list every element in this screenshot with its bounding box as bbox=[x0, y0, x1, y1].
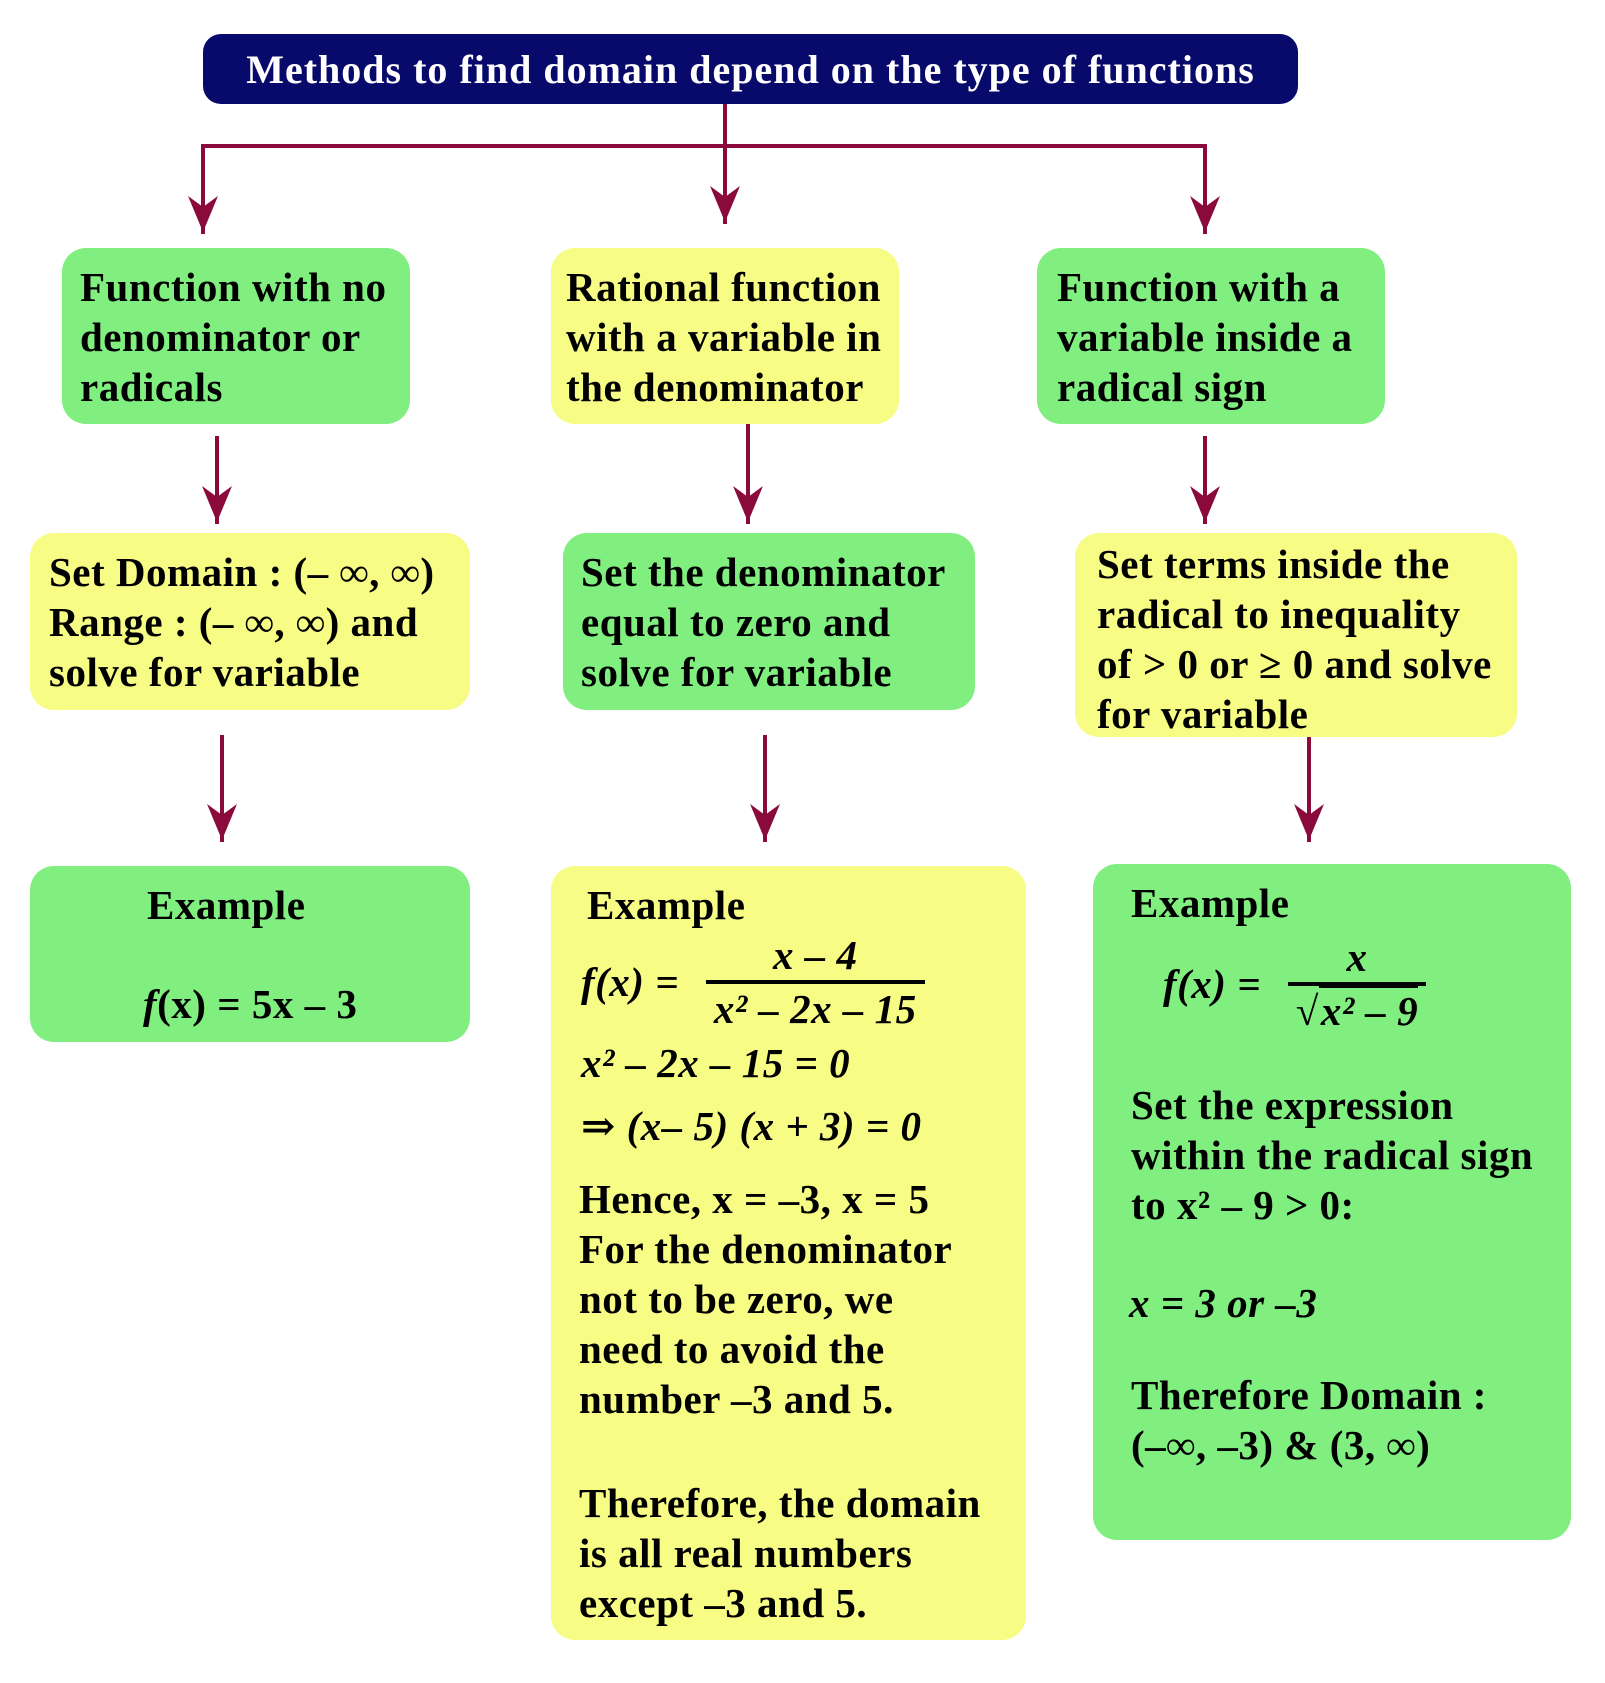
arrowhead-2 bbox=[710, 186, 740, 222]
text-line: Set the expression bbox=[1131, 1082, 1454, 1128]
arrowhead-6 bbox=[1190, 486, 1220, 522]
method-line: Set terms inside the bbox=[1097, 541, 1450, 587]
arrowhead-7 bbox=[207, 804, 237, 840]
text-line: number –3 and 5. bbox=[579, 1376, 894, 1422]
method-line: Set the denominator bbox=[581, 549, 946, 595]
type-line: radical sign bbox=[1057, 364, 1267, 410]
method-line: Set Domain : (– ∞, ∞) bbox=[49, 549, 435, 595]
text-line: Therefore, the domain bbox=[579, 1480, 981, 1526]
type-line: with a variable in bbox=[566, 314, 882, 360]
example-heading: Example bbox=[587, 882, 746, 928]
type-line: the denominator bbox=[566, 364, 864, 410]
text-line: within the radical sign bbox=[1131, 1132, 1534, 1178]
method-line: radical to inequality bbox=[1097, 591, 1461, 637]
text-line: not to be zero, we bbox=[579, 1276, 894, 1322]
domain-value: (–∞, –3) & (3, ∞) bbox=[1131, 1422, 1431, 1468]
domain-label: Therefore Domain : bbox=[1131, 1372, 1487, 1418]
method-radical-box: Set terms inside the radical to inequali… bbox=[1075, 533, 1517, 737]
type-line: variable inside a bbox=[1057, 314, 1353, 360]
text-line: For the denominator bbox=[579, 1226, 953, 1272]
fraction-denominator: x² – 2x – 15 bbox=[705, 980, 925, 1034]
type-line: denominator or bbox=[80, 314, 361, 360]
method-line: Range : (– ∞, ∞) and bbox=[49, 599, 419, 645]
fraction: x – 4 x² – 2x – 15 bbox=[705, 930, 925, 1034]
method-line: for variable bbox=[1097, 691, 1309, 737]
method-line: solve for variable bbox=[49, 649, 361, 695]
type-no-denominator-box: Function with no denominator or radicals bbox=[62, 248, 410, 424]
fraction-denominator: √x² – 9 bbox=[1287, 982, 1427, 1036]
rational-formula: f(x) = x – 4 x² – 2x – 15 bbox=[581, 930, 925, 1034]
equation-line: ⇒ (x– 5) (x + 3) = 0 bbox=[581, 1103, 922, 1149]
example-formula: f(x) = 5x – 3 bbox=[143, 979, 357, 1029]
arrowhead-8 bbox=[750, 804, 780, 840]
type-rational-box: Rational function with a variable in the… bbox=[551, 248, 899, 424]
type-radical-box: Function with a variable inside a radica… bbox=[1037, 248, 1385, 424]
method-line: equal to zero and bbox=[581, 599, 891, 645]
arrowhead-4 bbox=[202, 486, 232, 522]
example-linear-box: Example f(x) = 5x – 3 bbox=[30, 866, 470, 1042]
fraction-numerator: x bbox=[1346, 934, 1368, 980]
formula-body: (x) = 5x – 3 bbox=[157, 981, 358, 1027]
formula-lhs: f(x) = bbox=[1163, 961, 1262, 1007]
fraction-numerator: x – 4 bbox=[772, 932, 858, 978]
text-line: need to avoid the bbox=[579, 1326, 885, 1372]
text-line: is all real numbers bbox=[579, 1530, 913, 1576]
type-line: Function with a bbox=[1057, 264, 1341, 310]
example-heading: Example bbox=[147, 882, 306, 928]
radicand: x² – 9 bbox=[1318, 985, 1419, 1034]
radical-sign: √ bbox=[1295, 988, 1319, 1034]
method-line: solve for variable bbox=[581, 649, 893, 695]
formula-lhs: f(x) = bbox=[581, 959, 680, 1005]
arrowhead-1 bbox=[188, 196, 218, 232]
arrowhead-5 bbox=[733, 486, 763, 522]
method-set-domain-box: Set Domain : (– ∞, ∞) Range : (– ∞, ∞) a… bbox=[30, 533, 470, 710]
set-expression-text: Set the expression within the radical si… bbox=[1131, 1080, 1533, 1230]
hence-text: Hence, x = –3, x = 5 For the denominator… bbox=[579, 1174, 952, 1424]
arrowhead-9 bbox=[1294, 804, 1324, 840]
type-line: Rational function bbox=[566, 264, 881, 310]
example-rational-box: Example f(x) = x – 4 x² – 2x – 15 x² – 2… bbox=[551, 866, 1026, 1640]
text-line: except –3 and 5. bbox=[579, 1580, 868, 1626]
text-line: Hence, x = –3, x = 5 bbox=[579, 1176, 930, 1222]
conclusion-text: Therefore, the domain is all real number… bbox=[579, 1478, 981, 1628]
example-radical-box: Example f(x) = x √x² – 9 Set the express… bbox=[1093, 864, 1571, 1540]
example-heading: Example bbox=[1131, 880, 1290, 926]
method-line: of > 0 or ≥ 0 and solve bbox=[1097, 641, 1492, 687]
radical-formula: f(x) = x √x² – 9 bbox=[1163, 932, 1427, 1036]
fraction: x √x² – 9 bbox=[1287, 932, 1427, 1036]
arrowhead-3 bbox=[1190, 196, 1220, 232]
diagram-title: Methods to find domain depend on the typ… bbox=[203, 34, 1298, 104]
solution-text: x = 3 or –3 bbox=[1129, 1280, 1318, 1326]
type-line: radicals bbox=[80, 364, 223, 410]
diagram-title-text: Methods to find domain depend on the typ… bbox=[246, 46, 1255, 92]
method-denominator-box: Set the denominator equal to zero and so… bbox=[563, 533, 975, 710]
function-symbol: f bbox=[143, 981, 158, 1027]
text-line: to x² – 9 > 0: bbox=[1131, 1182, 1355, 1228]
equation-line: x² – 2x – 15 = 0 bbox=[581, 1040, 851, 1086]
type-line: Function with no bbox=[80, 264, 387, 310]
